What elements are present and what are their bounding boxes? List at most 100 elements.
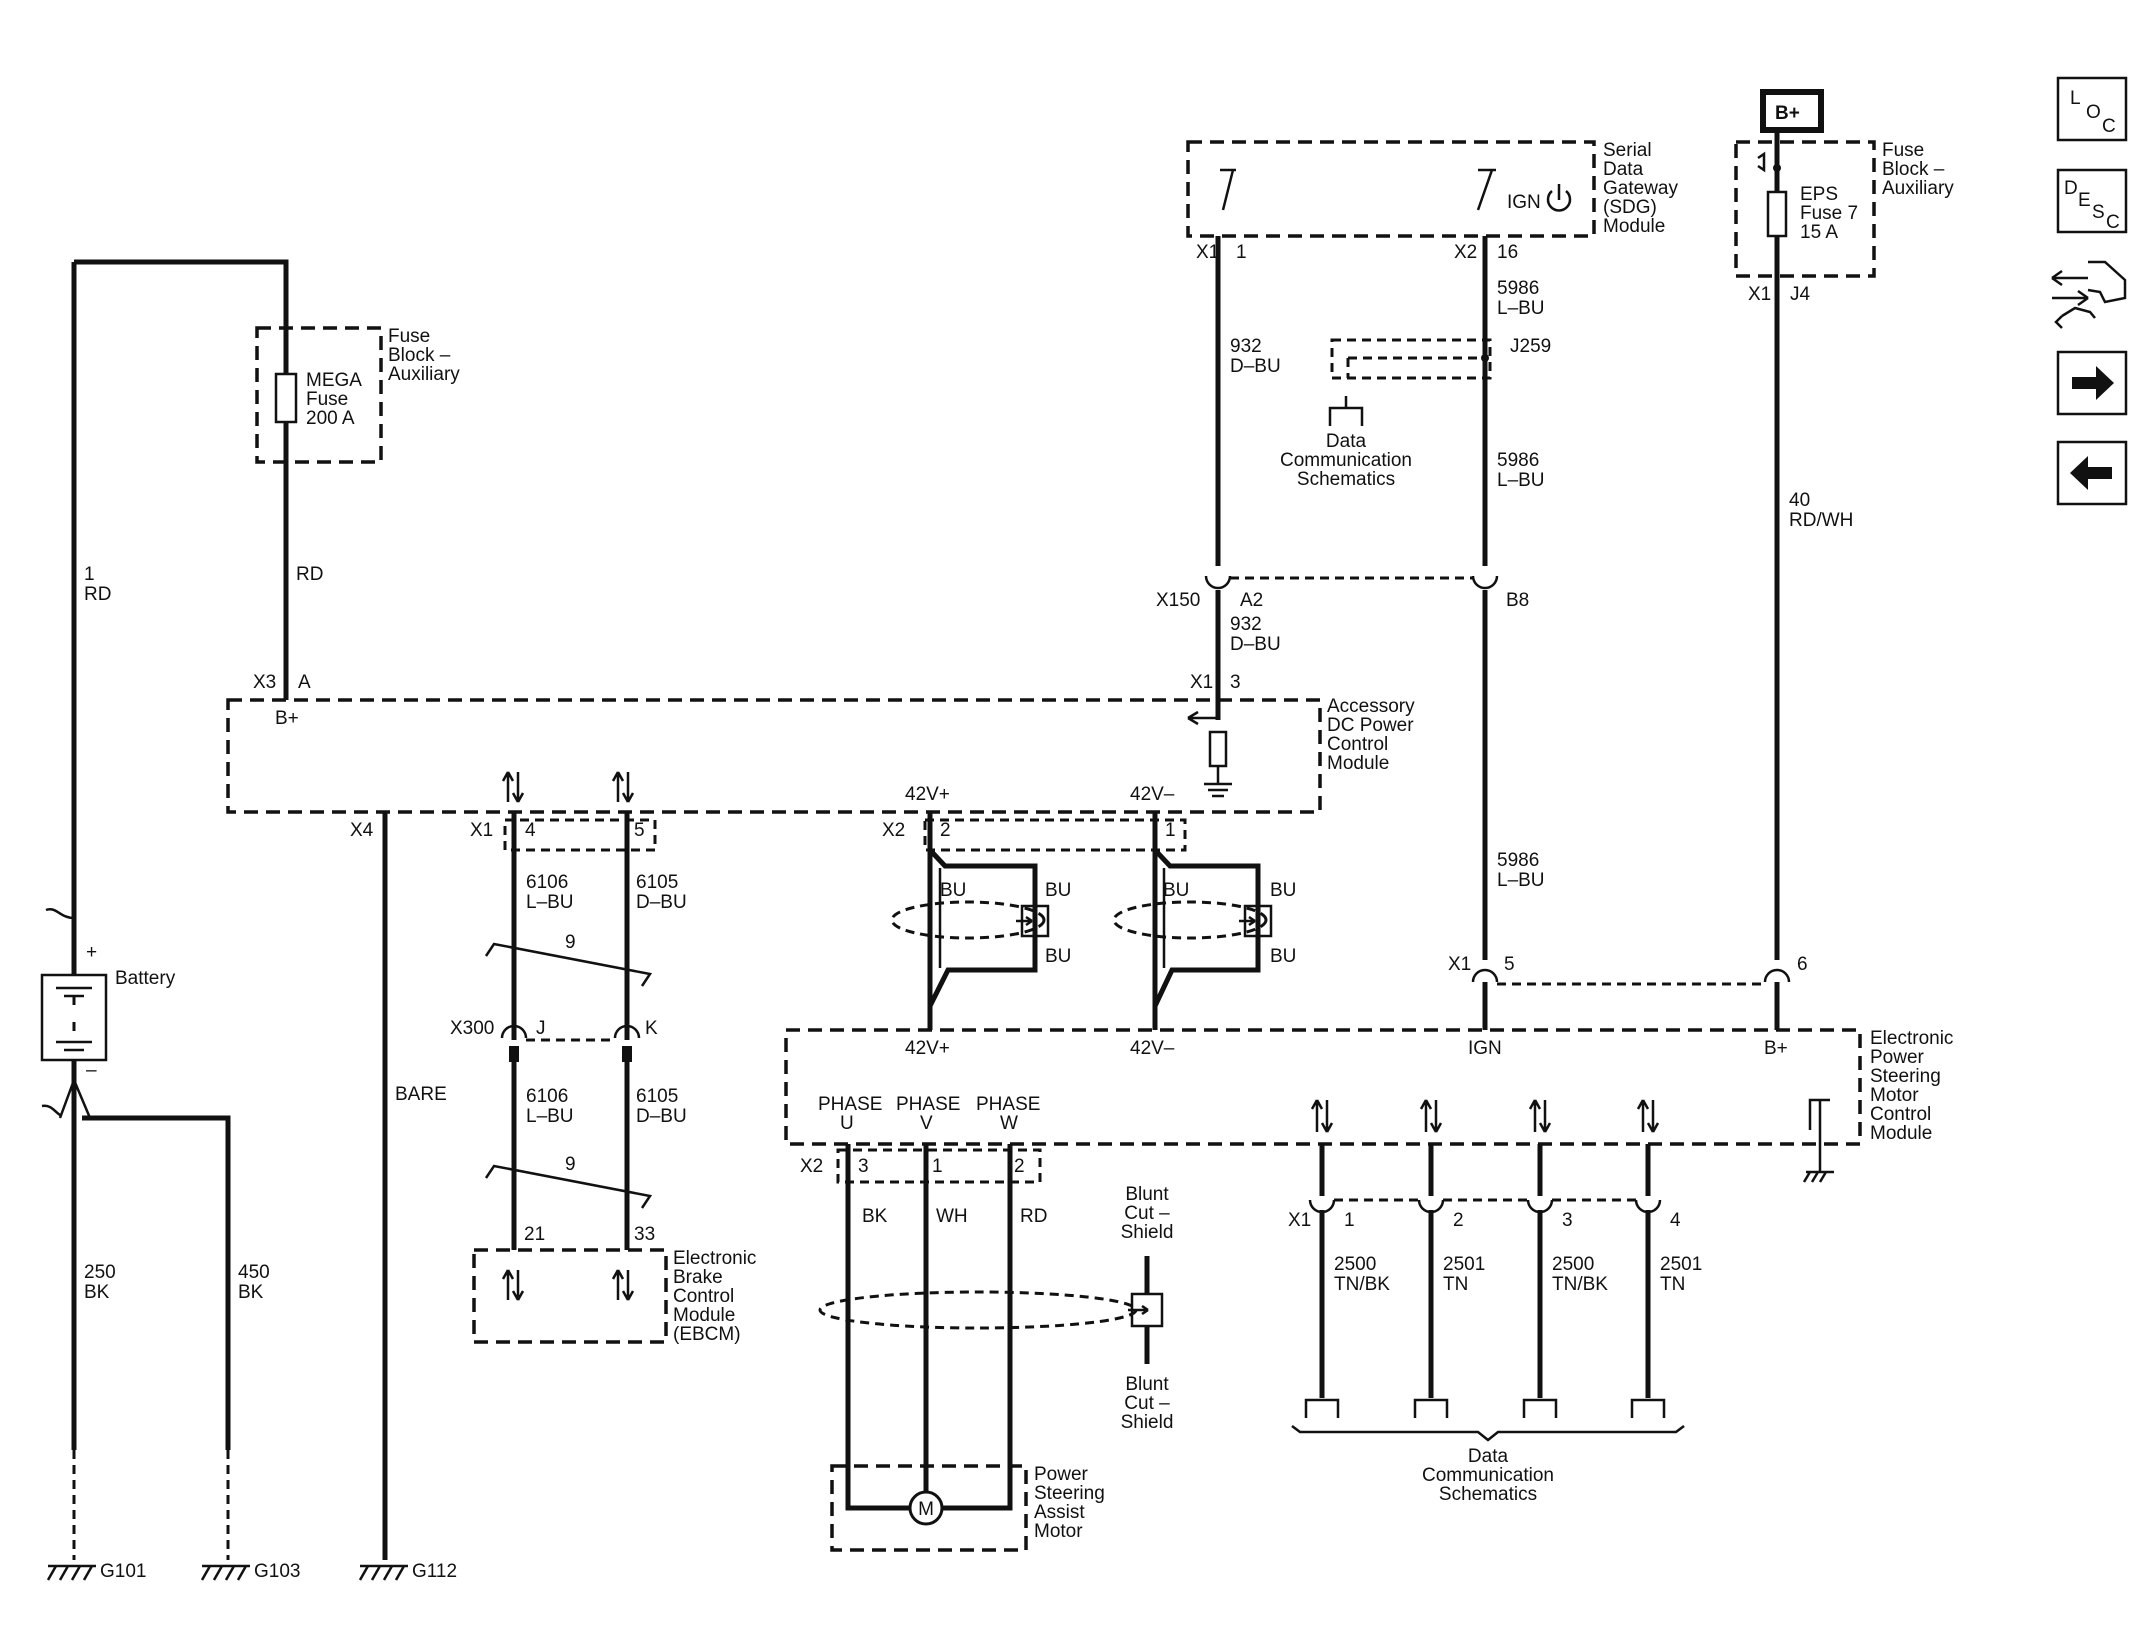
connector-x150: X150 A2 B8 [1156, 575, 1529, 611]
eps-42vminus: 42V– [1130, 1038, 1175, 1059]
wire-label: BU [1163, 880, 1189, 901]
blunt-cut-line: Shield [1121, 1222, 1174, 1243]
data-comm-line: Data [1326, 431, 1367, 452]
ebcm-title-line: Brake [673, 1267, 723, 1288]
wire-label: BU [1270, 946, 1296, 967]
mega-fuse-line: 200 A [306, 408, 355, 429]
ground-icon: G101 [46, 1561, 146, 1582]
wire-label: 2500 [1334, 1254, 1376, 1275]
eps-title-line: Steering [1870, 1066, 1941, 1087]
wire-label: BK [238, 1282, 264, 1303]
wire-label: TN/BK [1334, 1274, 1390, 1295]
x300-pin-k: K [645, 1018, 658, 1039]
acc-title-line: Module [1327, 753, 1389, 774]
nav-loc-button[interactable]: L O C [2056, 76, 2128, 142]
battery-label: Battery [115, 968, 176, 989]
wire-label: 2501 [1443, 1254, 1485, 1275]
desc-letter: S [2092, 202, 2105, 223]
wire-label: 450 [238, 1262, 270, 1283]
wire-label: 6106 [526, 872, 568, 893]
eps-pin-5: 5 [1504, 954, 1515, 975]
sdg-title-line: Data [1603, 159, 1644, 180]
twisted-pair-mark [484, 942, 653, 987]
eps-title-line: Power [1870, 1047, 1925, 1068]
connector-x300: X300 J K [450, 1018, 658, 1062]
loc-letter: O [2086, 102, 2101, 123]
loc-letter: C [2102, 116, 2116, 137]
twist-label: 9 [565, 1154, 576, 1175]
eps-data-pin: 2 [1453, 1210, 1464, 1231]
motor-title-line: Steering [1034, 1483, 1105, 1504]
battery-minus: – [86, 1060, 97, 1081]
ebcm-title-line: Electronic [673, 1248, 756, 1269]
eps-title-line: Control [1870, 1104, 1931, 1125]
ebcm-pin-21: 21 [524, 1224, 545, 1245]
wire-label: 250 [84, 1262, 116, 1283]
acc-x1-connector: X1 4 5 [470, 818, 657, 852]
arrow-left-icon[interactable] [2056, 440, 2128, 506]
acc-x1-label: X1 [470, 820, 493, 841]
ground-label: G103 [254, 1561, 300, 1582]
sdg-connector-x1: X1 [1196, 242, 1219, 263]
wire-label: 932 [1230, 336, 1262, 357]
acc-x2-connector: X2 2 1 [882, 818, 1187, 852]
wire-label: L–BU [1497, 870, 1545, 891]
eps-pin-6: 6 [1797, 954, 1808, 975]
sdg-title-line: (SDG) [1603, 197, 1657, 218]
arrow-right-icon[interactable] [2056, 350, 2128, 416]
wire-label: L–BU [1497, 298, 1545, 319]
wire-label: D–BU [1230, 634, 1281, 655]
wire-label: 5986 [1497, 450, 1539, 471]
x150-pin-b8: B8 [1506, 590, 1529, 611]
wire-label: 2501 [1660, 1254, 1702, 1275]
motor-symbol: M [918, 1499, 934, 1520]
wire-label: BU [940, 880, 966, 901]
wire-label: 1 [84, 564, 95, 585]
acc-connector-x3: X3 [253, 672, 276, 693]
acc-connector-x1: X1 [1190, 672, 1213, 693]
sdg-connector-x2: X2 [1454, 242, 1477, 263]
data-comm-line: Communication [1422, 1465, 1554, 1486]
data-comm-line: Schematics [1439, 1484, 1537, 1505]
battery: + – Battery [40, 907, 176, 1119]
desc-letter: C [2106, 212, 2120, 233]
fuse-block-auxiliary-right: EPS Fuse 7 15 A Fuse Block – Auxiliary X… [1734, 140, 1954, 305]
eps-x2-pin: 3 [858, 1156, 869, 1177]
blunt-cut-line: Blunt [1125, 1374, 1169, 1395]
phase-letter: W [1000, 1113, 1018, 1134]
twist-label: 9 [565, 932, 576, 953]
wire-label: RD/WH [1789, 510, 1853, 531]
eps-data-pin: 1 [1344, 1210, 1355, 1231]
fuse-block-title-line: Block – [1882, 159, 1945, 180]
wire-label: D–BU [636, 1106, 687, 1127]
eps-fuse-line: Fuse 7 [1800, 203, 1858, 224]
sdg-pin-16: 16 [1497, 242, 1518, 263]
acc-42vminus: 42V– [1130, 784, 1175, 805]
eps-bplus: B+ [1764, 1038, 1788, 1059]
wire-label: 6105 [636, 1086, 678, 1107]
eps-x1-connector: X1 5 6 [1448, 954, 1808, 1030]
eps-x1-data-connector: X1 1 2 3 4 2500 TN/BK 2501 TN 2500 TN/BK… [1288, 1144, 1702, 1505]
connector-icon[interactable] [2051, 260, 2127, 329]
sdg-ign-label: IGN [1507, 192, 1541, 213]
ground-dashed-tails [72, 1450, 230, 1560]
x150-label: X150 [1156, 590, 1200, 611]
blunt-cut-line: Cut – [1124, 1203, 1170, 1224]
nav-desc-button[interactable]: D E S C [2056, 168, 2128, 234]
wire-label: TN/BK [1552, 1274, 1608, 1295]
splice-j259: J259 Data Communication Schematics [1280, 336, 1551, 490]
wire-label: TN [1443, 1274, 1468, 1295]
mega-fuse-line: Fuse [306, 389, 348, 410]
eps-title-line: Module [1870, 1123, 1932, 1144]
acc-connector-x4: X4 [350, 820, 374, 841]
eps-control-module: 42V+ 42V– IGN B+ PHASE U PHASE V PHASE W… [784, 1028, 1953, 1183]
fuse-block-title-line: Auxiliary [388, 364, 460, 385]
twisted-pair-mark [484, 1164, 653, 1209]
wire-label: 40 [1789, 490, 1810, 511]
acc-title-line: Accessory [1327, 696, 1415, 717]
wire-label: BU [1045, 880, 1071, 901]
eps-x1b-label: X1 [1288, 1210, 1311, 1231]
sdg-title-line: Module [1603, 216, 1665, 237]
acc-pin-2: 2 [940, 820, 951, 841]
